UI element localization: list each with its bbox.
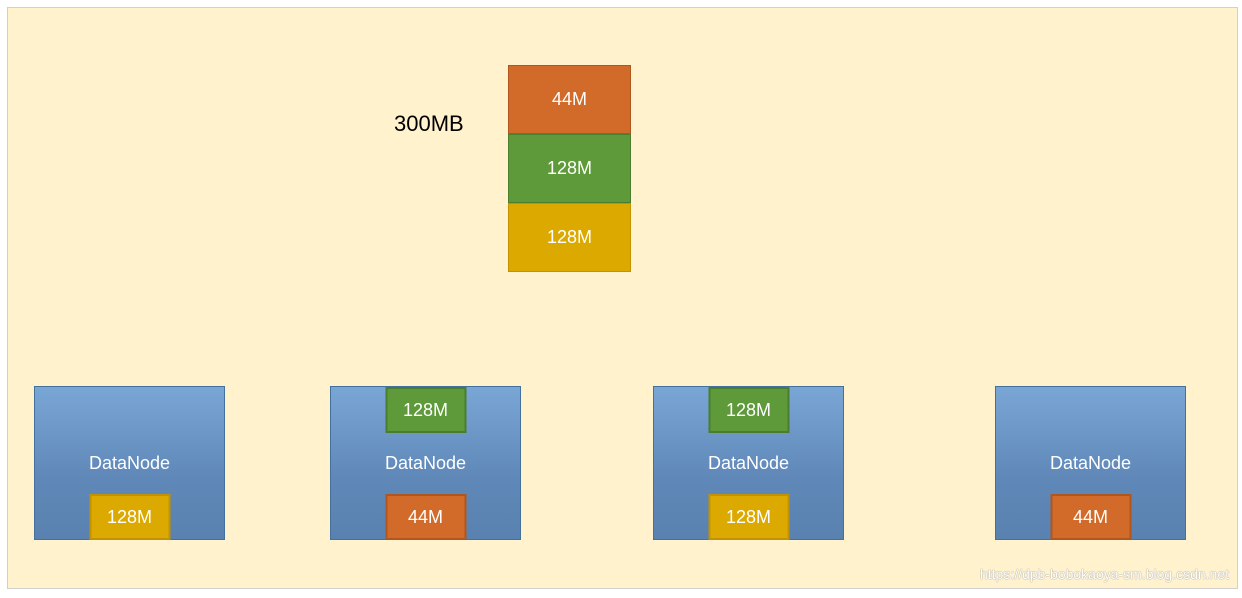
datanode-3-block-128m-green: 128M xyxy=(708,387,789,433)
datanode-label: DataNode xyxy=(1049,453,1132,473)
file-block-128m-green: 128M xyxy=(508,134,631,203)
datanode-2-block-44m: 44M xyxy=(385,494,466,540)
datanode-label: DataNode xyxy=(88,453,171,473)
datanode-3-block-128m-yellow: 128M xyxy=(708,494,789,540)
watermark: https://dpb-bobokaoya-sm.blog.csdn.net xyxy=(979,566,1229,582)
datanode-label: DataNode xyxy=(384,453,467,473)
file-size-label: 300MB xyxy=(394,111,464,136)
file-block-44m: 44M xyxy=(508,65,631,134)
datanode-label: DataNode xyxy=(707,453,790,473)
file-block-128m-yellow: 128M xyxy=(508,203,631,272)
datanode-4: DataNode 44M xyxy=(995,386,1186,540)
diagram-canvas: 300MB 44M 128M 128M DataNode 128M 128M D… xyxy=(7,7,1238,589)
datanode-1-block-128m: 128M xyxy=(89,494,170,540)
datanode-4-block-44m: 44M xyxy=(1050,494,1131,540)
datanode-2: 128M DataNode 44M xyxy=(330,386,521,540)
datanode-3: 128M DataNode 128M xyxy=(653,386,844,540)
datanode-2-block-128m: 128M xyxy=(385,387,466,433)
file-block-stack: 44M 128M 128M xyxy=(508,65,631,272)
datanode-1: DataNode 128M xyxy=(34,386,225,540)
